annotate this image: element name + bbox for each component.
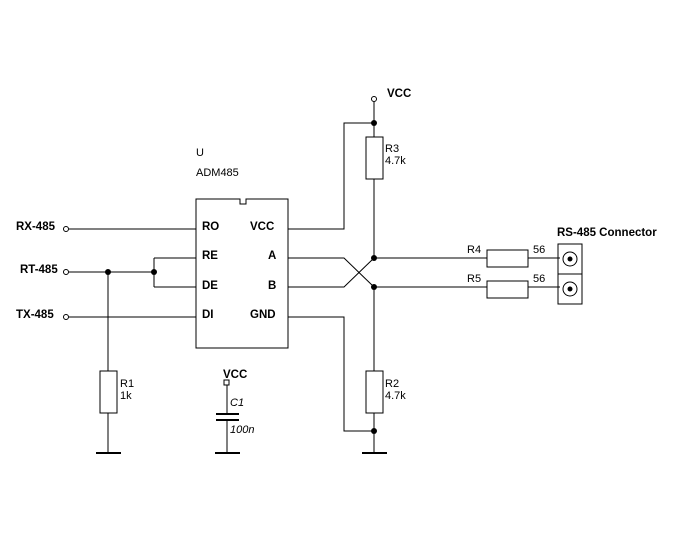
ic-adm485: U ADM485 RO RE DE DI VCC A B GND (195, 147, 289, 349)
rs485-connector: RS-485 Connector (557, 227, 657, 305)
port-tx: TX-485 (16, 309, 196, 321)
r3-value: 4.7k (385, 155, 406, 167)
r5-ref: R5 (467, 273, 481, 285)
r4-value: 56 (533, 244, 545, 256)
r4-ref: R4 (467, 244, 481, 256)
junction-dot (371, 428, 377, 434)
resistor-r3: R3 4.7k (365, 136, 406, 258)
resistor-r2: R2 4.7k (288, 287, 406, 454)
resistor-r4: R4 56 (374, 244, 560, 268)
vcc-top-label: VCC (387, 88, 411, 100)
pin-b-label: B (268, 280, 276, 292)
pin-vcc-label: VCC (250, 221, 274, 233)
ab-crossover (288, 255, 377, 290)
resistor-r5: R5 56 (374, 273, 560, 299)
port-rt-label: RT-485 (20, 264, 58, 276)
r1-ref: R1 (120, 378, 134, 390)
ic-part-label: ADM485 (196, 167, 239, 179)
pin-ro-label: RO (202, 221, 219, 233)
capacitor-c1: VCC C1 100n (215, 369, 254, 454)
vcc-net: VCC (288, 88, 411, 230)
vcc-cap-label: VCC (223, 369, 247, 381)
pin-di-label: DI (202, 309, 214, 321)
pin-a-label: A (268, 250, 276, 262)
connector-label: RS-485 Connector (557, 227, 657, 239)
resistor-r1: R1 1k (96, 272, 134, 454)
port-rt: RT-485 (20, 257, 196, 288)
port-rx-label: RX-485 (16, 221, 56, 233)
c1-ref: C1 (230, 397, 244, 409)
ic-body (195, 198, 289, 349)
r2-ref: R2 (385, 378, 399, 390)
ic-designator: U (196, 147, 204, 159)
r3-ref: R3 (385, 143, 399, 155)
r1-value: 1k (120, 390, 132, 402)
pin-gnd-label: GND (250, 309, 276, 321)
junction-dot (371, 120, 377, 126)
r5-value: 56 (533, 273, 545, 285)
pin-re-label: RE (202, 250, 218, 262)
port-rx: RX-485 (16, 221, 196, 233)
r2-value: 4.7k (385, 390, 406, 402)
c1-value: 100n (230, 424, 254, 436)
pin-de-label: DE (202, 280, 218, 292)
port-tx-label: TX-485 (16, 309, 54, 321)
